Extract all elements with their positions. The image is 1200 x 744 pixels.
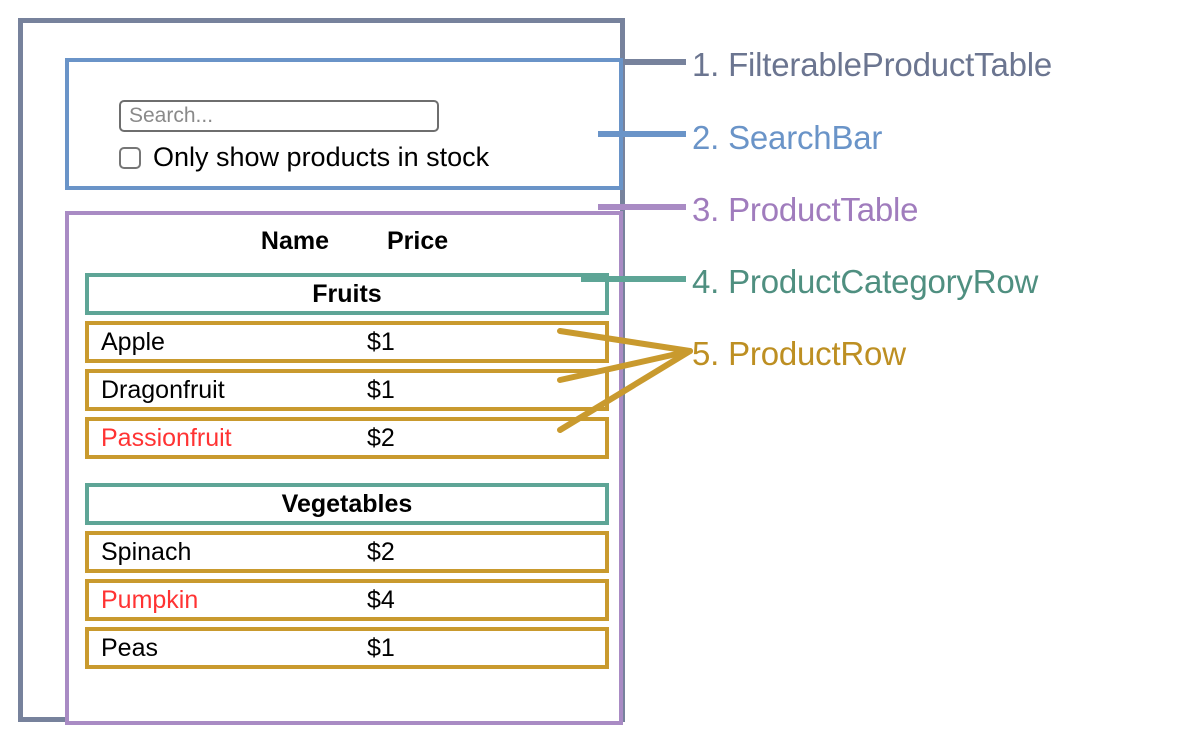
product-name: Pumpkin xyxy=(101,585,199,614)
product-category-row: Fruits xyxy=(85,273,609,315)
legend-item-product-category-row: 4. ProductCategoryRow xyxy=(692,263,1039,300)
product-row: Dragonfruit $1 xyxy=(85,369,609,411)
product-price: $1 xyxy=(367,327,395,356)
product-price: $2 xyxy=(367,537,395,566)
product-row: Pumpkin $4 xyxy=(85,579,609,621)
search-bar-box: Only show products in stock xyxy=(65,58,623,190)
in-stock-checkbox[interactable] xyxy=(119,146,141,169)
product-row: Spinach $2 xyxy=(85,531,609,573)
product-name: Spinach xyxy=(101,537,192,566)
legend-item-product-table: 3. ProductTable xyxy=(692,191,919,228)
legend-item-product-row: 5. ProductRow xyxy=(692,335,906,372)
legend-item-filterable-product-table: 1. FilterableProductTable xyxy=(692,46,1053,83)
product-row: Apple $1 xyxy=(85,321,609,363)
product-name: Passionfruit xyxy=(101,423,232,452)
product-table-header: Name Price xyxy=(69,227,619,256)
product-name: Apple xyxy=(101,327,165,356)
section-spacer xyxy=(85,465,609,483)
product-price: $1 xyxy=(367,633,395,662)
column-header-name: Name xyxy=(260,227,329,255)
column-header-price: Price xyxy=(387,227,449,255)
product-row: Passionfruit $2 xyxy=(85,417,609,459)
product-name: Dragonfruit xyxy=(101,375,225,404)
product-row: Peas $1 xyxy=(85,627,609,669)
filterable-product-table-box: Only show products in stock Name Price F… xyxy=(18,18,625,725)
in-stock-checkbox-label: Only show products in stock xyxy=(153,142,490,172)
product-price: $2 xyxy=(367,423,395,452)
search-input[interactable] xyxy=(119,100,439,132)
in-stock-filter-row[interactable]: Only show products in stock xyxy=(119,144,489,171)
product-name: Peas xyxy=(101,633,158,662)
product-price: $4 xyxy=(367,585,395,614)
legend-item-search-bar: 2. SearchBar xyxy=(692,119,883,156)
product-table-rows: Fruits Apple $1 Dragonfruit $1 Passionfr… xyxy=(85,273,609,675)
product-category-row: Vegetables xyxy=(85,483,609,525)
product-table-box: Name Price Fruits Apple $1 Dragonfruit $… xyxy=(65,211,623,725)
product-price: $1 xyxy=(367,375,395,404)
